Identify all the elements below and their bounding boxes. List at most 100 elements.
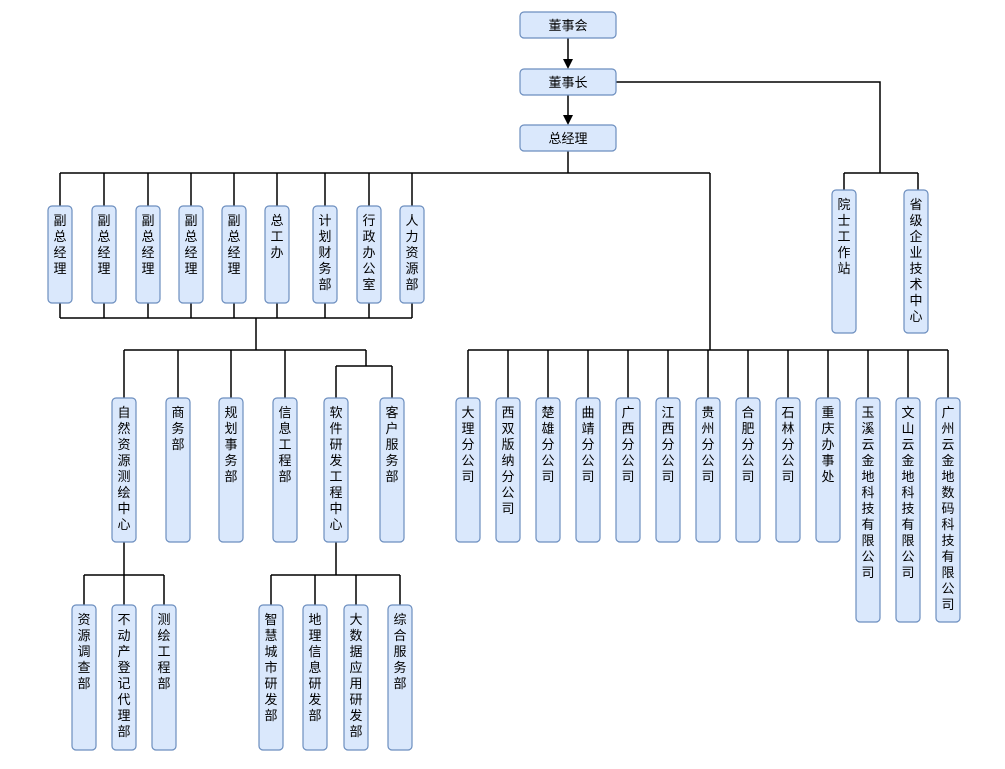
node-label: 江西分公司 — [661, 406, 674, 485]
node-box — [903, 189, 929, 334]
connector-line — [616, 81, 881, 173]
node-label: 文山云金地科技有限公司 — [901, 406, 914, 581]
node-label: 综合服务部 — [393, 613, 406, 692]
node-box — [815, 397, 841, 543]
node-label: 省级企业技术中心 — [909, 198, 922, 325]
node-box — [218, 397, 244, 543]
node-label: 董事长 — [548, 76, 587, 91]
node-label: 总经理 — [548, 132, 587, 147]
node-box — [71, 604, 97, 751]
node-label: 智慧城市研发部 — [264, 613, 277, 724]
node-box — [695, 397, 721, 543]
node-label: 楚雄分公司 — [541, 406, 554, 485]
node-label: 副总经理 — [97, 214, 110, 277]
node-box — [495, 397, 521, 543]
node-label: 计划财务部 — [318, 214, 331, 293]
org-node-dongshihui: 董事会 — [519, 11, 617, 39]
node-label: 测绘工程部 — [157, 613, 170, 692]
node-box — [264, 205, 290, 304]
node-box — [343, 604, 369, 751]
node-label: 重庆办事处 — [821, 405, 834, 485]
node-box — [535, 397, 561, 543]
org-node-zongjingli: 总经理 — [519, 124, 617, 152]
node-label: 资源调查部 — [77, 613, 90, 692]
org-node-renli: 人力资源部 — [399, 205, 425, 304]
org-node-qujing: 曲靖分公司 — [575, 397, 601, 543]
node-box — [272, 397, 298, 543]
node-box — [399, 205, 425, 304]
org-node-fuzong5: 副总经理 — [221, 205, 247, 304]
org-node-fuzong3: 副总经理 — [135, 205, 161, 304]
node-label: 商务部 — [171, 406, 184, 453]
node-label: 董事会 — [548, 19, 587, 34]
node-box — [178, 205, 204, 304]
org-node-ziyuan: 资源调查部 — [71, 604, 97, 751]
node-box — [735, 397, 761, 543]
org-node-ruanjian: 软件研发工程中心 — [323, 397, 349, 543]
node-box — [356, 205, 382, 304]
org-node-shilin: 石林分公司 — [775, 397, 801, 543]
node-label: 西双版纳分公司 — [501, 406, 514, 517]
node-label: 贵州分公司 — [701, 406, 714, 485]
node-box — [302, 604, 328, 751]
org-node-shangwu: 商务部 — [165, 397, 191, 543]
node-label: 合肥分公司 — [741, 406, 754, 485]
node-label: 软件研发工程中心 — [329, 406, 342, 533]
node-box — [519, 11, 617, 39]
node-label: 不动产登记代理部 — [117, 613, 130, 740]
node-label: 玉溪云金地科技有限公司 — [861, 406, 874, 581]
node-label: 大理分公司 — [461, 406, 474, 485]
node-box — [895, 397, 921, 623]
node-label: 地理信息研发部 — [308, 613, 321, 724]
node-label: 规划事务部 — [224, 406, 237, 485]
node-label: 人力资源部 — [405, 214, 418, 293]
node-box — [312, 205, 338, 304]
node-box — [615, 397, 641, 543]
org-node-zonggongban: 总工办 — [264, 205, 290, 304]
org-node-yuxi: 玉溪云金地科技有限公司 — [855, 397, 881, 623]
node-box — [575, 397, 601, 543]
org-node-zhihui: 智慧城市研发部 — [258, 604, 284, 751]
node-box — [47, 205, 73, 304]
org-node-budongchan: 不动产登记代理部 — [111, 604, 137, 751]
org-node-jihuacaiwu: 计划财务部 — [312, 205, 338, 304]
org-node-jiangxi: 江西分公司 — [655, 397, 681, 543]
node-box — [519, 124, 617, 152]
node-label: 客户服务部 — [385, 405, 398, 485]
node-label: 总工办 — [270, 214, 283, 261]
node-box — [111, 397, 137, 543]
node-label: 曲靖分公司 — [581, 406, 594, 485]
org-node-fuzong1: 副总经理 — [47, 205, 73, 304]
node-label: 院士工作站 — [837, 198, 850, 277]
org-node-ziran: 自然资源测绘中心 — [111, 397, 137, 543]
node-label: 大数据应用研发部 — [349, 613, 362, 740]
org-node-guangzhou: 广州云金地数码科技有限公司 — [935, 397, 961, 623]
org-node-zonghe: 综合服务部 — [387, 604, 413, 751]
node-label: 信息工程部 — [278, 406, 291, 485]
org-node-dashuju: 大数据应用研发部 — [343, 604, 369, 751]
node-box — [91, 205, 117, 304]
node-box — [165, 397, 191, 543]
org-node-kehu: 客户服务部 — [379, 397, 405, 543]
org-node-dali: 大理分公司 — [455, 397, 481, 543]
node-label: 石林分公司 — [781, 406, 794, 485]
org-node-fuzong4: 副总经理 — [178, 205, 204, 304]
org-node-shengji: 省级企业技术中心 — [903, 189, 929, 334]
org-node-chongqing: 重庆办事处 — [815, 397, 841, 543]
node-label: 自然资源测绘中心 — [117, 406, 130, 533]
org-node-dongshizhang: 董事长 — [519, 68, 617, 96]
org-node-xingzheng: 行政办公室 — [356, 205, 382, 304]
org-node-guangxi: 广西分公司 — [615, 397, 641, 543]
org-node-guizhou: 贵州分公司 — [695, 397, 721, 543]
node-box — [135, 205, 161, 304]
node-label: 副总经理 — [53, 214, 66, 277]
org-node-hefei: 合肥分公司 — [735, 397, 761, 543]
org-node-dili: 地理信息研发部 — [302, 604, 328, 751]
org-node-xishuang: 西双版纳分公司 — [495, 397, 521, 543]
node-label: 副总经理 — [141, 214, 154, 277]
node-label: 副总经理 — [184, 214, 197, 277]
org-node-guihua: 规划事务部 — [218, 397, 244, 543]
node-box — [855, 397, 881, 623]
